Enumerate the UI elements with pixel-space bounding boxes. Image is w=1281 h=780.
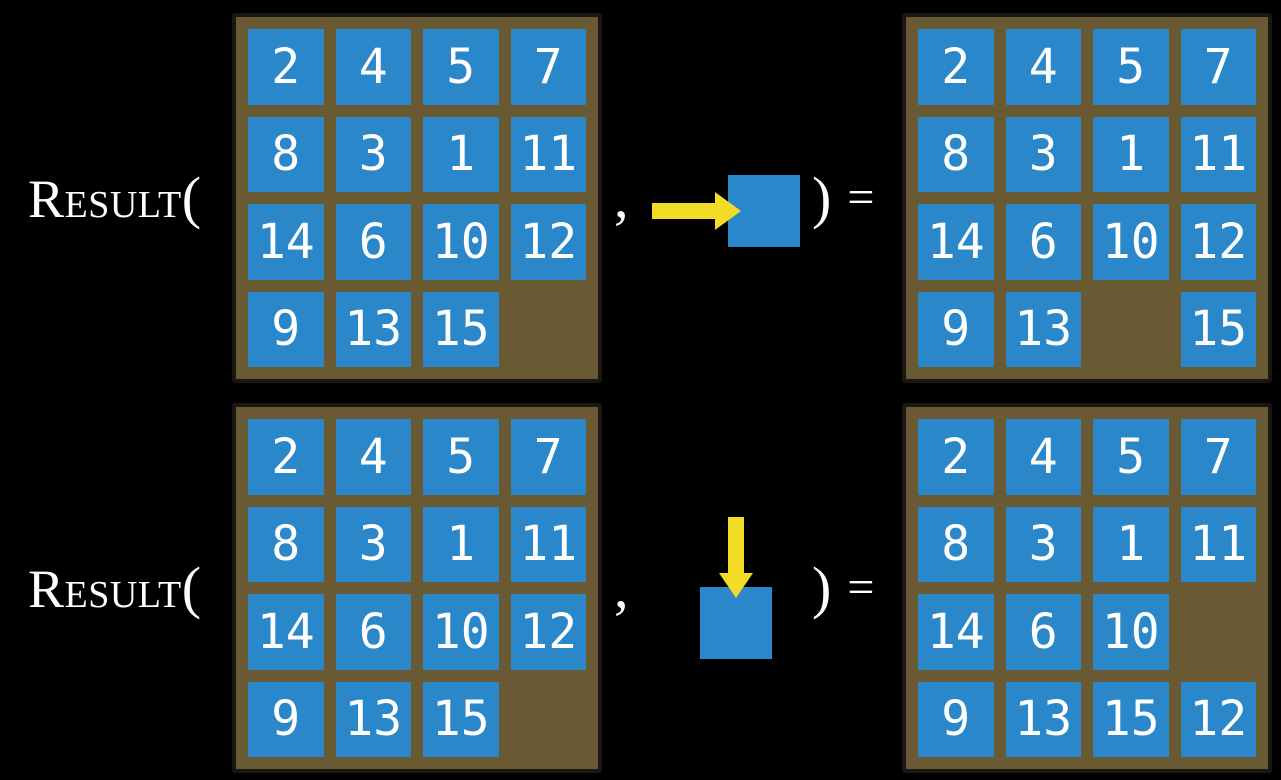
- comma-separator: ,: [614, 555, 629, 620]
- puzzle-tile: 8: [918, 116, 994, 192]
- puzzle-tile: 15: [423, 681, 499, 757]
- puzzle-tile: 8: [248, 116, 324, 192]
- puzzle-tile: 9: [248, 291, 324, 367]
- puzzle-tile: 5: [1093, 419, 1169, 495]
- puzzle-tile: 3: [335, 116, 411, 192]
- puzzle-tile: 1: [423, 506, 499, 582]
- puzzle-tile: 11: [510, 116, 586, 192]
- puzzle-tile: 14: [918, 594, 994, 670]
- puzzle-tile: 13: [1005, 681, 1081, 757]
- puzzle-tile: 7: [510, 29, 586, 105]
- puzzle-tile: 11: [510, 506, 586, 582]
- puzzle-tile: 12: [1180, 681, 1256, 757]
- puzzle-tile: 11: [1180, 506, 1256, 582]
- blank-cell: [511, 292, 587, 368]
- function-name: Result: [28, 559, 182, 619]
- puzzle-tile: 3: [1005, 506, 1081, 582]
- comma-separator: ,: [614, 165, 629, 230]
- puzzle-tile: 4: [1005, 29, 1081, 105]
- moved-tile-square: [700, 587, 772, 659]
- puzzle-tile: 14: [248, 204, 324, 280]
- puzzle-tile: 7: [1180, 419, 1256, 495]
- puzzle-tile: 10: [1093, 204, 1169, 280]
- close-paren: ): [812, 555, 832, 620]
- puzzle-tile: 2: [918, 29, 994, 105]
- blank-cell: [511, 682, 587, 758]
- puzzle-tile: 9: [918, 681, 994, 757]
- function-name: Result: [28, 169, 182, 229]
- puzzle-tile: 15: [1093, 681, 1169, 757]
- puzzle-tile: 10: [423, 204, 499, 280]
- puzzle-tile: 13: [1005, 291, 1081, 367]
- puzzle-tile: 1: [423, 116, 499, 192]
- arrow-right-icon: [652, 192, 741, 230]
- action-move-right: [652, 175, 800, 247]
- action-section: , ) =: [602, 517, 902, 659]
- close-paren: ): [812, 165, 832, 230]
- puzzle-tile: 12: [1180, 204, 1256, 280]
- result-function-label: Result(: [28, 169, 232, 227]
- puzzle-tile: 6: [335, 594, 411, 670]
- puzzle-tile: 15: [1180, 291, 1256, 367]
- puzzle-tile: 10: [1093, 594, 1169, 670]
- open-paren: (: [181, 555, 202, 620]
- puzzle-tile: 3: [335, 506, 411, 582]
- puzzle-tile: 7: [510, 419, 586, 495]
- puzzle-tile: 4: [335, 29, 411, 105]
- equals-sign: =: [847, 171, 875, 224]
- puzzle-tile: 3: [1005, 116, 1081, 192]
- puzzle-tile: 15: [423, 291, 499, 367]
- puzzle-tile: 5: [423, 419, 499, 495]
- blank-cell: [1181, 594, 1257, 670]
- action-section: , ) =: [602, 149, 902, 247]
- blank-cell: [1093, 292, 1169, 368]
- puzzle-tile: 8: [248, 506, 324, 582]
- puzzle-tile: 1: [1093, 116, 1169, 192]
- puzzle-tile: 13: [335, 291, 411, 367]
- puzzle-tile: 5: [1093, 29, 1169, 105]
- puzzle-tile: 14: [918, 204, 994, 280]
- puzzle-tile: 6: [1005, 204, 1081, 280]
- result-function-label: Result(: [28, 559, 232, 617]
- puzzle-tile: 1: [1093, 506, 1169, 582]
- action-move-down: [700, 517, 772, 659]
- puzzle-tile: 8: [918, 506, 994, 582]
- arrow-down-icon: [719, 517, 753, 598]
- puzzle-tile: 6: [335, 204, 411, 280]
- puzzle-tile: 14: [248, 594, 324, 670]
- puzzle-tile: 9: [248, 681, 324, 757]
- open-paren: (: [181, 165, 202, 230]
- puzzle-tile: 4: [1005, 419, 1081, 495]
- puzzle-tile: 4: [335, 419, 411, 495]
- puzzle-tile: 2: [918, 419, 994, 495]
- puzzle-tile: 2: [248, 29, 324, 105]
- puzzle-tile: 5: [423, 29, 499, 105]
- puzzle-tile: 10: [423, 594, 499, 670]
- puzzle-tile: 2: [248, 419, 324, 495]
- puzzle-tile: 7: [1180, 29, 1256, 105]
- puzzle-tile: 6: [1005, 594, 1081, 670]
- puzzle-tile: 11: [1180, 116, 1256, 192]
- close-paren-equals: ) =: [812, 169, 874, 227]
- puzzle-tile: 12: [510, 594, 586, 670]
- puzzle-tile: 13: [335, 681, 411, 757]
- close-paren-equals: ) =: [812, 559, 874, 617]
- puzzle-tile: 12: [510, 204, 586, 280]
- puzzle-tile: 9: [918, 291, 994, 367]
- equals-sign: =: [847, 561, 875, 614]
